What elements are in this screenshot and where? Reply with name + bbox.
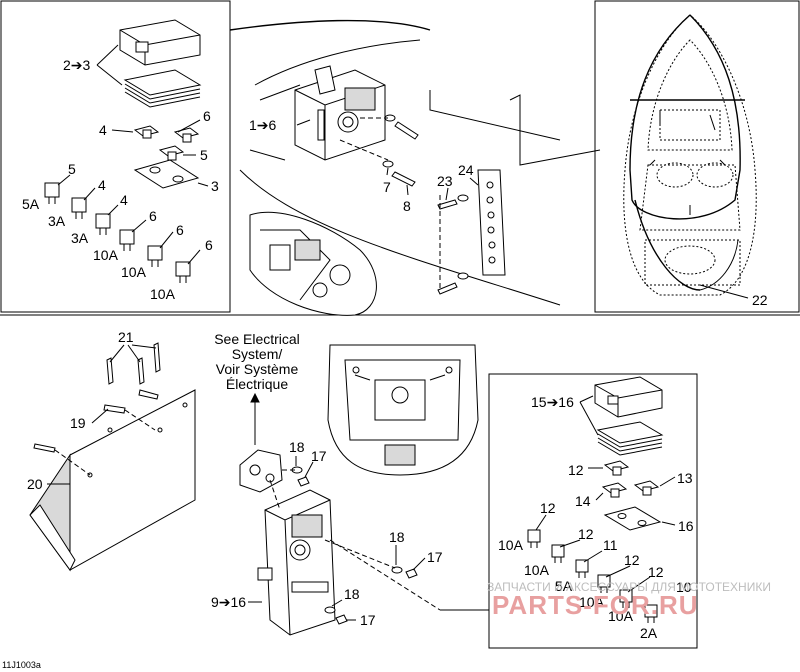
rating-10a-b3: 10A — [579, 594, 605, 610]
electrical-ref-line2: System/ — [232, 346, 283, 362]
watermark-logo: PARTS-FOR.RU — [492, 590, 699, 620]
blade-fuse-3a-2 — [95, 213, 111, 235]
bolts-19 — [33, 389, 159, 453]
callout-6c: 6 — [176, 222, 184, 238]
rating-3a-2: 3A — [71, 230, 89, 246]
callout-3: 3 — [211, 178, 219, 194]
rating-5a-b: 5A — [555, 578, 573, 594]
mount-plate — [29, 389, 196, 572]
callout-17a: 17 — [311, 448, 327, 464]
fuse-holder-plate-b — [603, 506, 662, 531]
callout-10: 10 — [676, 579, 692, 595]
callout-4c: 4 — [120, 192, 128, 208]
electrical-box — [294, 65, 386, 161]
callout-12a: 12 — [568, 462, 584, 478]
leader-22 — [699, 284, 749, 299]
console-rear-view — [327, 344, 479, 476]
callout-18a: 18 — [289, 439, 305, 455]
leaders-bottom-right — [535, 395, 676, 593]
watermark-caption: ЗАПЧАСТИ И АКСЕССУАРЫ ДЛЯ МОТОТЕХНИКИ — [487, 580, 771, 594]
callout-12d: 12 — [624, 552, 640, 568]
fuse-block-small — [133, 125, 160, 139]
callout-14: 14 — [575, 493, 591, 509]
panel-fuses-top-left — [0, 0, 231, 313]
panel-boat-overview — [594, 0, 800, 313]
mount-washers-bolts — [339, 114, 419, 187]
fuse-box-cover-b — [594, 376, 663, 418]
callout-12c: 12 — [578, 526, 594, 542]
callout-18c: 18 — [344, 586, 360, 602]
leaders-top-left — [57, 44, 209, 265]
fuse-block-b — [158, 145, 185, 161]
rating-10a-b4: 10A — [608, 608, 634, 624]
arrow-head — [250, 392, 260, 403]
electrical-ref-line1: See Electrical — [214, 331, 300, 347]
screws-21 — [106, 342, 161, 385]
callout-18b: 18 — [389, 529, 405, 545]
rating-10a-1: 10A — [93, 247, 119, 263]
callout-17b: 17 — [427, 549, 443, 565]
blade-fuse-10a-2 — [147, 245, 163, 267]
callout-23: 23 — [437, 173, 453, 189]
electrical-ref-line3: Voir Système — [216, 361, 299, 377]
fuse-blocks-b — [601, 460, 660, 498]
callout-1-6: 1➔6 — [249, 117, 277, 133]
blade-fuse-5a — [44, 182, 60, 204]
blade-fuse-3a-1 — [71, 197, 87, 219]
terminal-strip — [437, 169, 506, 295]
blade-fuse-10a-1 — [119, 229, 135, 251]
connector-block — [239, 449, 283, 493]
callout-16: 16 — [678, 518, 694, 534]
callout-22: 22 — [752, 292, 768, 308]
blade-fuse-10a-3 — [175, 261, 191, 283]
callout-21: 21 — [118, 329, 134, 345]
hull-outline — [229, 19, 601, 306]
callout-8: 8 — [403, 198, 411, 214]
callout-2-3: 2➔3 — [63, 57, 91, 73]
console-thumbnail — [249, 211, 377, 316]
electrical-ref-line4: Électrique — [226, 376, 288, 392]
callout-7: 7 — [383, 179, 391, 195]
leaders-bottom-left — [47, 344, 157, 485]
callout-20: 20 — [27, 476, 43, 492]
blade-fuses-b — [527, 529, 658, 623]
boat-top-view — [623, 14, 757, 296]
rating-10a-b2: 10A — [524, 562, 550, 578]
figure-code: 11J1003a — [2, 660, 41, 670]
callout-4b: 4 — [98, 177, 106, 193]
leaders-top-center — [296, 119, 479, 201]
fuse-box-gasket — [123, 69, 202, 108]
callout-13: 13 — [677, 470, 693, 486]
callout-6d: 6 — [205, 237, 213, 253]
callout-9-16: 9➔16 — [211, 594, 246, 610]
callout-12e: 12 — [648, 564, 664, 580]
rating-10a-b1: 10A — [498, 537, 524, 553]
wiring-harness — [629, 14, 745, 291]
fuse-box-gasket-b — [596, 421, 664, 456]
callout-17c: 17 — [360, 612, 376, 628]
rating-3a-1: 3A — [48, 213, 66, 229]
callout-5b: 5 — [68, 161, 76, 177]
fuse-box-cover — [119, 19, 201, 66]
callout-6a: 6 — [203, 108, 211, 124]
bottom-electrical-box — [257, 479, 336, 636]
fuse-holder-plate — [133, 159, 200, 189]
callout-5a: 5 — [200, 147, 208, 163]
panel-fuses-bottom-right — [488, 373, 698, 649]
rating-10a-3: 10A — [150, 286, 176, 302]
rating-5a: 5A — [22, 196, 40, 212]
callout-12b: 12 — [540, 500, 556, 516]
callout-6b: 6 — [149, 208, 157, 224]
callout-15-16: 15➔16 — [531, 394, 574, 410]
nuts-17-18-top — [282, 456, 314, 487]
rating-10a-2: 10A — [121, 264, 147, 280]
leader-to-fuse-panel — [329, 539, 441, 611]
callout-24: 24 — [458, 162, 474, 178]
fuse-block-a — [173, 127, 200, 143]
callout-19: 19 — [70, 415, 86, 431]
callout-4: 4 — [99, 122, 107, 138]
callout-11: 11 — [603, 537, 618, 553]
rating-2a: 2A — [640, 625, 658, 641]
